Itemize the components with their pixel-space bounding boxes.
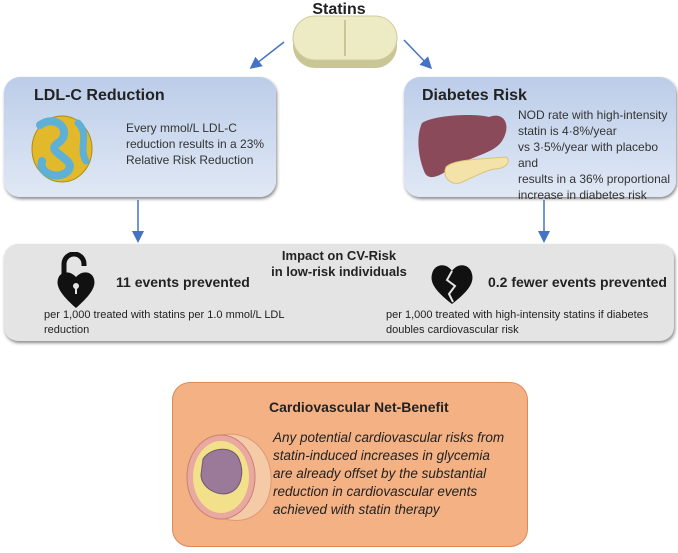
right-headline: 0.2 fewer events prevented [488, 274, 667, 290]
broken-heart-icon [431, 265, 473, 304]
diabetes-line: statin is 4·8%/year [518, 124, 617, 138]
impact-box: Impact on CV-Risk in low-risk individual… [4, 244, 674, 341]
diabetes-box: Diabetes Risk NOD rate with high-intensi… [404, 77, 676, 202]
impact-title-line: Impact on CV-Risk [281, 248, 397, 263]
diabetes-text: NOD rate with high-intensity statin is 4… [518, 107, 676, 203]
net-title: Cardiovascular Net-Benefit [269, 399, 449, 415]
ldl-box: LDL-C Reduction Every mmol/L LDL-C reduc… [4, 77, 276, 197]
diabetes-line: increase in diabetes risk [518, 188, 647, 202]
left-headline: 11 events prevented [116, 274, 250, 290]
diabetes-line: NOD rate with high-intensity [518, 108, 668, 122]
arrow-right [403, 39, 433, 70]
ldl-text: Every mmol/L LDL-C reduction results in … [126, 121, 265, 167]
lipoprotein-icon [31, 115, 93, 183]
left-text: per 1,000 treated with statins per 1.0 m… [44, 309, 285, 336]
net-benefit-box: Cardiovascular Net-Benefit Any potential… [172, 382, 528, 547]
arrow-left [249, 41, 285, 69]
statins-title: Statins [312, 1, 366, 18]
diabetes-title: Diabetes Risk [422, 87, 527, 104]
unlocked-heart-icon [57, 252, 95, 308]
ldl-title: LDL-C Reduction [34, 87, 165, 104]
impact-title: Impact on CV-Risk in low-risk individual… [4, 248, 674, 280]
pill-icon [292, 15, 398, 68]
liver-pancreas-icon [418, 115, 509, 184]
artery-icon [186, 433, 272, 521]
impact-title-line: in low-risk individuals [271, 264, 407, 279]
diabetes-line: results in a 36% proportional [518, 172, 671, 186]
net-text: Any potential cardiovascular risks from … [273, 430, 505, 517]
right-text: per 1,000 treated with high-intensity st… [386, 309, 649, 336]
diabetes-line: vs 3·5%/year with placebo and [518, 140, 659, 170]
